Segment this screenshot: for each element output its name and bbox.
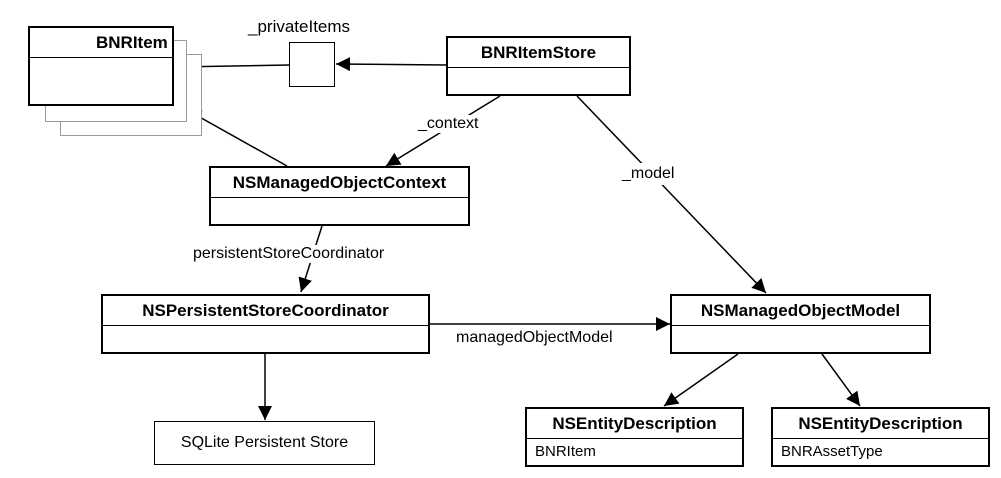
managed-object-model-title: NSManagedObjectModel (672, 296, 929, 326)
arrow-store-to-model (576, 95, 767, 294)
arrow-model-to-entity-item (663, 353, 739, 407)
bnr-item-title: BNRItem (30, 28, 172, 58)
persistent-store-coordinator-class-box: NSPersistentStoreCoordinator (101, 294, 430, 354)
arrow-context-to-items (186, 109, 288, 167)
entity-description-asset-title: NSEntityDescription (773, 409, 988, 439)
entity-description-item-title: NSEntityDescription (527, 409, 742, 439)
arrow-model-to-entity-asset (821, 353, 861, 407)
private-items-label: _privateItems (248, 17, 351, 36)
managed-object-model-class-box: NSManagedObjectModel (670, 294, 931, 354)
entity-description-item-class-box: NSEntityDescription BNRItem (525, 407, 744, 467)
persistent-store-coordinator-edge-label: persistentStoreCoordinator (191, 245, 387, 263)
private-items-array-box (289, 42, 335, 87)
arrow-store-to-array (335, 57, 448, 72)
model-edge-label: _model (620, 163, 677, 185)
bnr-item-class-box: BNRItem (28, 26, 174, 106)
sqlite-persistent-store-box: SQLite Persistent Store (154, 421, 375, 465)
persistent-store-coordinator-title: NSPersistentStoreCoordinator (103, 296, 428, 326)
managed-object-context-title: NSManagedObjectContext (211, 168, 468, 198)
entity-description-asset-class-box: NSEntityDescription BNRAssetType (771, 407, 990, 467)
bnr-item-store-title: BNRItemStore (448, 38, 629, 68)
managed-object-model-edge-label: managedObjectModel (454, 327, 615, 349)
entity-description-item-value: BNRItem (535, 443, 596, 460)
bnr-item-store-class-box: BNRItemStore (446, 36, 631, 96)
managed-object-context-class-box: NSManagedObjectContext (209, 166, 470, 226)
context-edge-label: _context (418, 115, 479, 133)
entity-description-asset-value: BNRAssetType (781, 443, 883, 460)
